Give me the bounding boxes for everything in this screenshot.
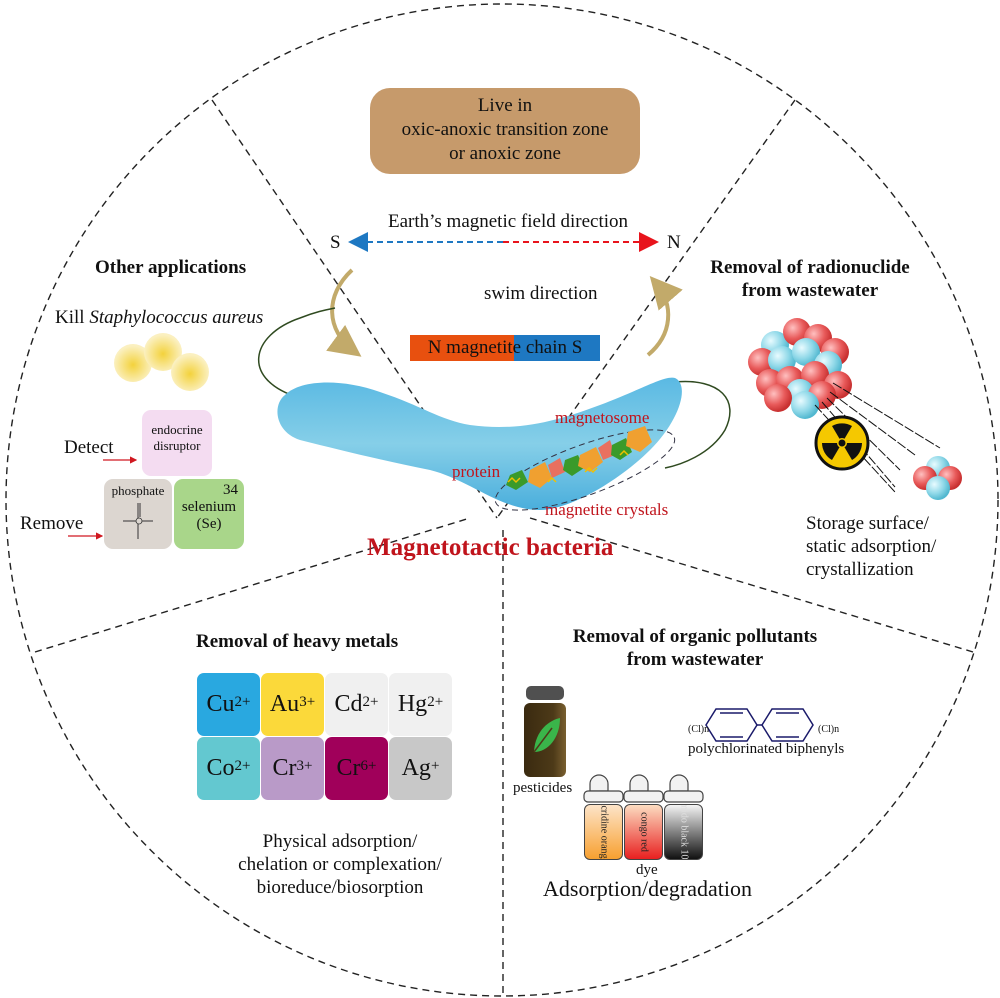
divider-left: [34, 517, 471, 653]
pcb-cl-left: (Cl)n: [688, 724, 710, 735]
habitat-line-1: Live in: [477, 95, 533, 116]
detect-label: Detect: [64, 437, 114, 458]
habitat-line-2: oxic-anoxic transition zone: [401, 119, 609, 140]
other-applications-title: Other applications: [95, 257, 247, 278]
organic-methods: Adsorption/degradation: [543, 876, 752, 901]
magnetite-crystals-label: magnetite crystals: [545, 500, 669, 519]
pcb-label: polychlorinated biphenyls: [688, 741, 845, 757]
remove-label: Remove: [20, 513, 84, 534]
dye-caps: [583, 774, 704, 803]
small-nucleus: [913, 456, 962, 500]
bacteria-body: [277, 377, 682, 510]
dye-tube-amido-black-10B: amido black 10B: [664, 804, 703, 860]
divider-right: [529, 517, 974, 653]
dye-tube-congo-red: congo red: [624, 804, 663, 860]
swim-direction-label: swim direction: [484, 283, 598, 304]
habitat-line-3: or anoxic zone: [449, 143, 561, 164]
kill-staph-label: Kill Staphylococcus aureus: [55, 307, 264, 328]
radionuclide-nucleus: [748, 318, 852, 419]
heavy-metals-title: Removal of heavy metals: [196, 631, 399, 652]
radionuclide-methods: Storage surface/ static adsorption/ crys…: [806, 513, 937, 580]
heavy-metals-methods: Physical adsorption/ chelation or comple…: [238, 831, 442, 898]
field-direction-label: Earth’s magnetic field direction: [387, 211, 629, 232]
chain-north-segment: [410, 335, 514, 361]
endocrine-disruptor-box: endocrine disruptor: [142, 410, 212, 476]
swim-arrow-right: [646, 275, 683, 357]
chain-south-segment: [514, 335, 600, 361]
pesticide-bottle: [524, 686, 566, 777]
pesticides-label: pesticides: [513, 780, 573, 796]
flagellum-left: [257, 307, 336, 399]
main-title: Magnetotactic bacteria: [367, 534, 614, 561]
habitat-box: Live in oxic-anoxic transition zone or a…: [370, 88, 640, 174]
selenium-name: selenium: [181, 499, 237, 515]
pcb-structure: [705, 708, 814, 742]
swim-arrow-left: [326, 268, 362, 357]
chain-label: N magnetite chain S: [427, 337, 583, 358]
magnetosome-outline: [494, 429, 676, 511]
staphylococcus-cocci: [114, 333, 209, 391]
flagellum-right: [664, 380, 731, 469]
magnetosome-label: magnetosome: [555, 408, 650, 427]
selenium-box: 34 selenium (Se): [174, 479, 244, 549]
phosphate-box: phosphate: [104, 479, 172, 549]
pcb-cl-right: (Cl)n: [818, 724, 840, 735]
selenium-number: 34: [223, 482, 238, 498]
south-pole-label: S: [330, 232, 341, 253]
organic-pollutants-title: Removal of organic pollutants from waste…: [572, 626, 818, 670]
magnetite-crystals: [506, 426, 652, 490]
divider-top-right: [496, 99, 796, 519]
outer-dashed-circle: [5, 3, 999, 997]
dye-tube-acridine-orange: acridine orange: [584, 804, 623, 860]
radionuclide-title: Removal of radionuclide from wastewater: [710, 257, 910, 301]
selenium-symbol: (Se): [196, 516, 222, 532]
phosphate-label: phosphate: [111, 483, 165, 498]
phosphate-structure-icon: [123, 503, 153, 539]
dye-label: dye: [636, 862, 658, 878]
north-pole-label: N: [667, 232, 681, 253]
protein-label: protein: [452, 462, 501, 481]
magnetite-chain-bar: N magnetite chain S: [410, 335, 600, 361]
radiation-symbol: [814, 415, 870, 471]
metal-ion-ag-plus: Ag+: [389, 737, 452, 800]
